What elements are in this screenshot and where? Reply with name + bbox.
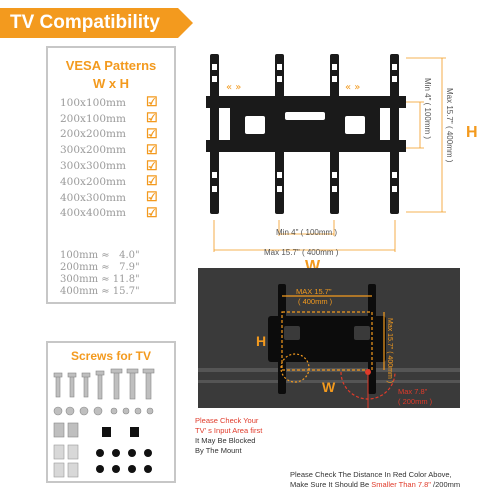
conversion-list: 100mm ≈ 4.0" 200mm ≈ 7.9" 300mm ≈ 11.8" … (60, 250, 140, 298)
check-icon: ☑ (146, 190, 158, 206)
min-width-label: Min 4" ( 100mm ) (276, 228, 338, 237)
spacer-icon (102, 427, 111, 437)
vesa-row: 400x400mm☑ (60, 205, 158, 221)
check-icon: ☑ (146, 126, 158, 142)
red-distance-label2: ( 200mm ) (398, 397, 433, 406)
screw-icon (145, 370, 152, 400)
screw-icon (83, 374, 89, 398)
vesa-patterns-box: VESA Patterns W x H 100x100mm☑ 200x100mm… (46, 46, 176, 304)
vesa-list: 100x100mm☑ 200x100mm☑ 200x200mm☑ 300x200… (60, 95, 158, 221)
check-icon: ☑ (146, 174, 158, 190)
tv-width-letter: W (322, 379, 336, 395)
check-icon: ☑ (146, 111, 158, 127)
conversion-row: 300mm ≈ 11.8" (60, 274, 140, 285)
check-icon: ☑ (146, 158, 158, 174)
check-icon: ☑ (146, 95, 158, 111)
vesa-row: 200x100mm☑ (60, 111, 158, 127)
blocked-note: It May Be Blocked By The Mount (195, 436, 256, 455)
vesa-row: 300x300mm☑ (60, 158, 158, 174)
input-area-circle (280, 353, 310, 383)
tv-height-letter: H (256, 333, 266, 349)
vesa-title: VESA Patterns (65, 58, 157, 73)
conversion-row: 200mm ≈ 7.9" (60, 262, 140, 273)
slide-arrows: « » (345, 82, 360, 93)
mount-plate (230, 102, 380, 148)
vesa-row: 100x100mm☑ (60, 95, 158, 111)
vesa-row: 400x200mm☑ (60, 174, 158, 190)
check-icon: ☑ (146, 205, 158, 221)
screws-title: Screws for TV (70, 349, 152, 363)
screw-icon (55, 374, 61, 398)
check-icon: ☑ (146, 142, 158, 158)
spacer-icon (53, 422, 65, 438)
screw-icon (113, 370, 120, 400)
mount-diagram: « » « » (206, 54, 446, 252)
height-letter: H (466, 124, 478, 141)
vesa-row: 400x300mm☑ (60, 190, 158, 206)
screws-box: Screws for TV (46, 341, 176, 483)
max-height-label: Max 15.7" ( 400mm ) (445, 88, 454, 163)
screw-icon (129, 370, 136, 400)
input-area-box (281, 311, 373, 371)
banner-title: TV Compatibility (10, 12, 160, 33)
tv-mount-overlay: MAX 15.7" ( 400mm ) H W Max 7.8" ( 200mm… (198, 284, 460, 408)
conversion-row: 400mm ≈ 15.7" (60, 286, 140, 297)
slide-arrows: « » (226, 82, 241, 93)
screw-icon (97, 372, 103, 400)
tv-max-width-label: MAX 15.7" (296, 287, 332, 296)
vesa-wh-label: W x H (92, 76, 130, 91)
title-banner: TV Compatibility (0, 8, 193, 38)
screws-illustration (53, 368, 155, 478)
min-height-label: Min 4" ( 100mm ) (423, 78, 432, 140)
distance-note: Please Check The Distance In Red Color A… (290, 470, 461, 489)
vesa-row: 200x200mm☑ (60, 126, 158, 142)
washer-icon (53, 406, 63, 416)
screw-icon (69, 374, 75, 398)
tv-max-height-label: Max 15.7" ( 400mm ) (386, 318, 393, 383)
vesa-row: 300x200mm☑ (60, 142, 158, 158)
red-distance-label: Max 7.8" (398, 387, 428, 396)
input-warning-note: Please Check Your TV' s Input Area first (195, 416, 263, 435)
max-width-label: Max 15.7" ( 400mm ) (264, 248, 339, 257)
tv-max-width-label2: ( 400mm ) (298, 297, 333, 306)
conversion-row: 100mm ≈ 4.0" (60, 250, 140, 261)
